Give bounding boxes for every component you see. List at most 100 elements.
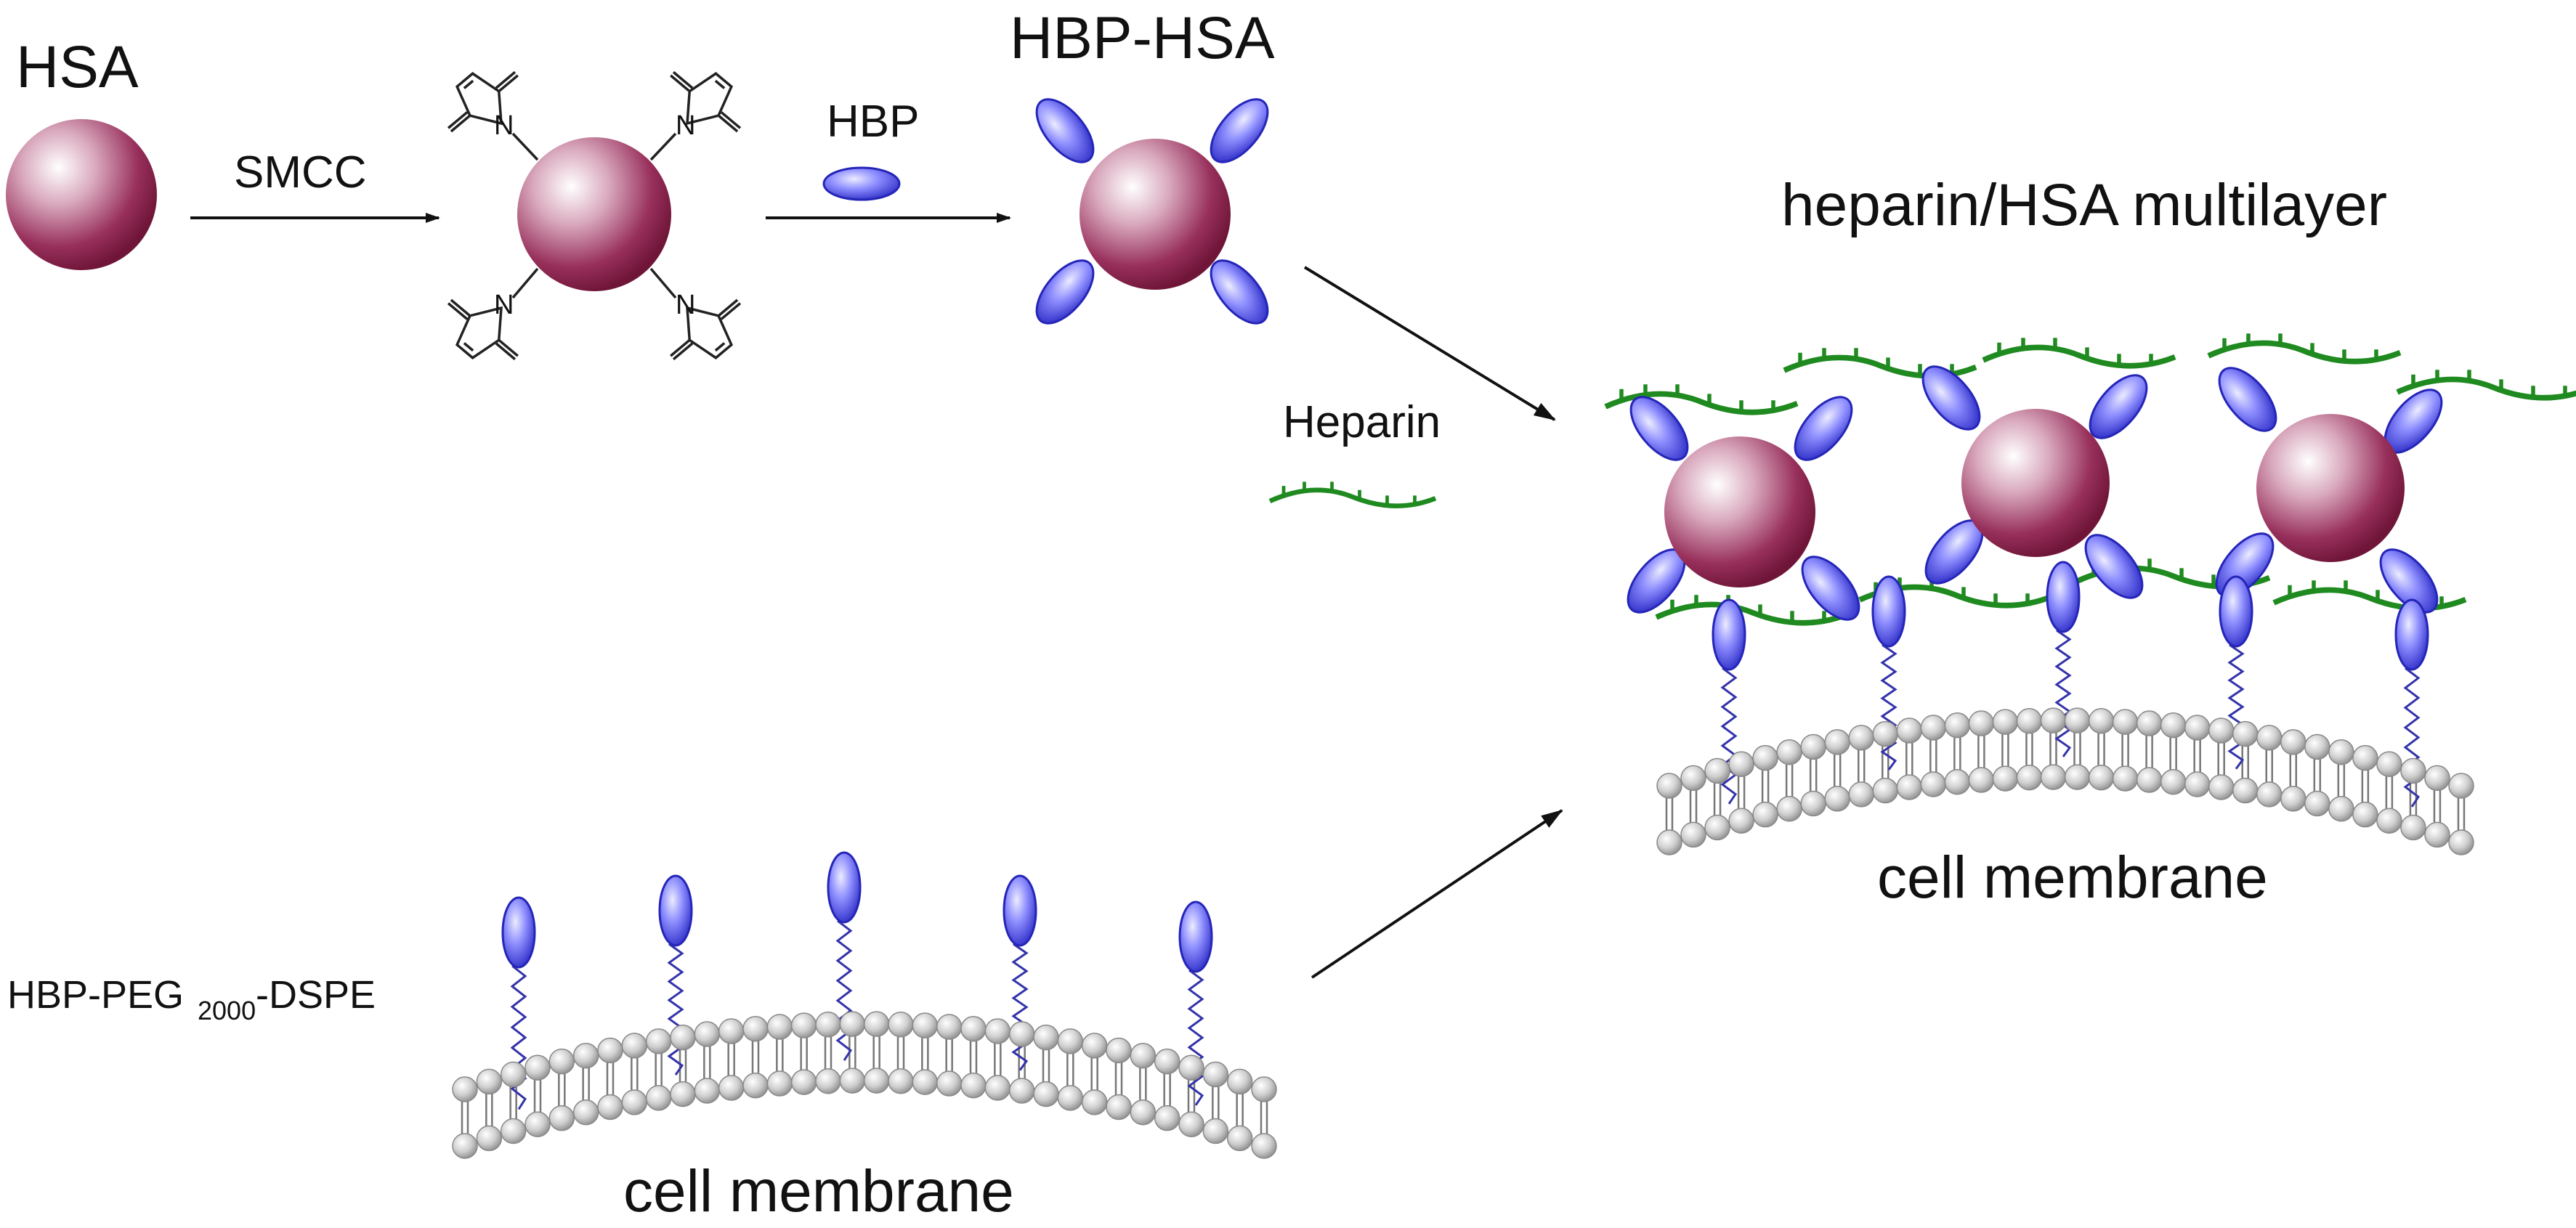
hbp-peptide: [1871, 575, 1906, 648]
lipid-head: [1968, 767, 1995, 793]
peg-tether: [1720, 667, 1738, 805]
lipid-head: [645, 1085, 672, 1111]
lipid-head: [1656, 829, 1682, 855]
lipid-head: [1920, 771, 1947, 797]
lipid-head: [1800, 733, 1826, 760]
lipid-head: [2112, 709, 2139, 735]
lipid-head: [912, 1069, 939, 1095]
lipid-head: [1178, 1054, 1204, 1081]
anchor-label-subscript: 2000: [198, 996, 256, 1025]
hsa-label: HSA: [16, 34, 139, 100]
lipid-head: [2088, 707, 2115, 734]
lipid-head: [1033, 1081, 1059, 1107]
hsa-sphere: [6, 119, 157, 270]
peg-tether: [1011, 943, 1029, 1071]
lipid-head: [694, 1078, 721, 1104]
lipid-head: [2136, 710, 2163, 736]
lipid-head: [2136, 767, 2163, 793]
lipid-head: [839, 1011, 866, 1037]
lipid-head: [2232, 777, 2259, 804]
lipid-head: [1680, 821, 1706, 848]
lipid-head: [524, 1111, 551, 1137]
lipid-head: [1008, 1078, 1035, 1104]
hbp-label: HBP: [827, 97, 919, 147]
assembly-arrow-bottom: [1311, 809, 1563, 979]
lipid-head: [888, 1068, 914, 1094]
lipid-head: [888, 1011, 914, 1038]
lipid-head: [742, 1015, 769, 1042]
hsa-sphere: [1080, 139, 1231, 290]
lipid-head: [1872, 720, 1899, 747]
hbp-peptide: [1783, 386, 1863, 471]
lipid-head: [1824, 786, 1850, 812]
hbp-peptide: [2394, 598, 2429, 671]
lipid-head: [2328, 795, 2354, 822]
lipid-head: [984, 1018, 1011, 1044]
lipid-head: [670, 1024, 696, 1051]
maleimide-n-label: N: [494, 110, 514, 141]
lipid-head: [2184, 715, 2211, 741]
lipid-head: [2280, 786, 2306, 812]
lipid-head: [1944, 712, 1971, 739]
lipid-head: [1226, 1068, 1253, 1095]
lipid-head: [1008, 1021, 1035, 1047]
lipid-head: [815, 1011, 841, 1038]
lipid-head: [694, 1021, 721, 1047]
cell-membrane-right: [1656, 561, 2474, 855]
lipid-head: [2160, 712, 2187, 739]
lipid-head: [1106, 1037, 1132, 1064]
lipid-head: [1178, 1111, 1204, 1137]
peg-tether: [667, 943, 684, 1075]
lipid-head: [1081, 1033, 1108, 1059]
heparin-label: Heparin: [1283, 397, 1441, 447]
lipid-head: [1251, 1133, 1277, 1159]
lipid-head: [936, 1014, 963, 1040]
lipid-head: [645, 1028, 672, 1054]
hsa-sphere: [2256, 414, 2405, 562]
lipid-head: [500, 1118, 527, 1144]
lipid-head: [2160, 768, 2187, 795]
lipid-head: [1202, 1061, 1229, 1088]
lipid-head: [1202, 1118, 1229, 1144]
lipid-head: [2400, 757, 2426, 784]
hbp-hsa-label: HBP-HSA: [1010, 5, 1275, 71]
lipid-head: [790, 1069, 817, 1095]
lipid-head: [742, 1072, 769, 1099]
lipid-head: [1728, 808, 1754, 834]
maleimide-group: [652, 278, 758, 381]
lipid-head: [1154, 1048, 1180, 1075]
lipid-head: [2400, 814, 2426, 841]
hbp-peptide: [827, 851, 862, 924]
lipid-head: [1154, 1105, 1180, 1131]
hbp-peptide: [1712, 598, 1746, 671]
lipid-head: [790, 1012, 817, 1038]
lipid-head: [2448, 829, 2474, 855]
peg-tether: [2227, 643, 2245, 770]
lipid-head: [1130, 1042, 1157, 1069]
lipid-head: [766, 1070, 793, 1097]
anchor-label: HBP-PEG 2000 -DSPE: [7, 973, 376, 1025]
lipid-head: [2280, 729, 2306, 755]
lipid-head: [1081, 1089, 1108, 1115]
cell-membrane-label-right: cell membrane: [1877, 845, 2268, 911]
lipid-head: [476, 1068, 503, 1095]
maleimide-hsa: N N N N: [430, 50, 758, 381]
lipid-head: [2256, 781, 2283, 808]
lipid-head: [1033, 1024, 1059, 1051]
lipid-head: [2040, 707, 2067, 733]
lipid-head: [1130, 1099, 1157, 1126]
lipid-head: [1057, 1028, 1084, 1054]
lipid-head: [839, 1068, 866, 1094]
hbp-peptide: [658, 874, 693, 947]
lipid-head: [1704, 814, 1730, 841]
lipid-head: [1896, 774, 1923, 800]
peg-tether: [2054, 629, 2072, 757]
hbp-peptide: [1025, 249, 1105, 335]
lipid-head: [1752, 801, 1778, 828]
lipid-head: [2232, 720, 2259, 747]
smcc-label: SMCC: [234, 147, 367, 198]
maleimide-group: [652, 50, 758, 153]
lipid-head: [912, 1012, 939, 1038]
peg-tether: [2403, 667, 2421, 808]
